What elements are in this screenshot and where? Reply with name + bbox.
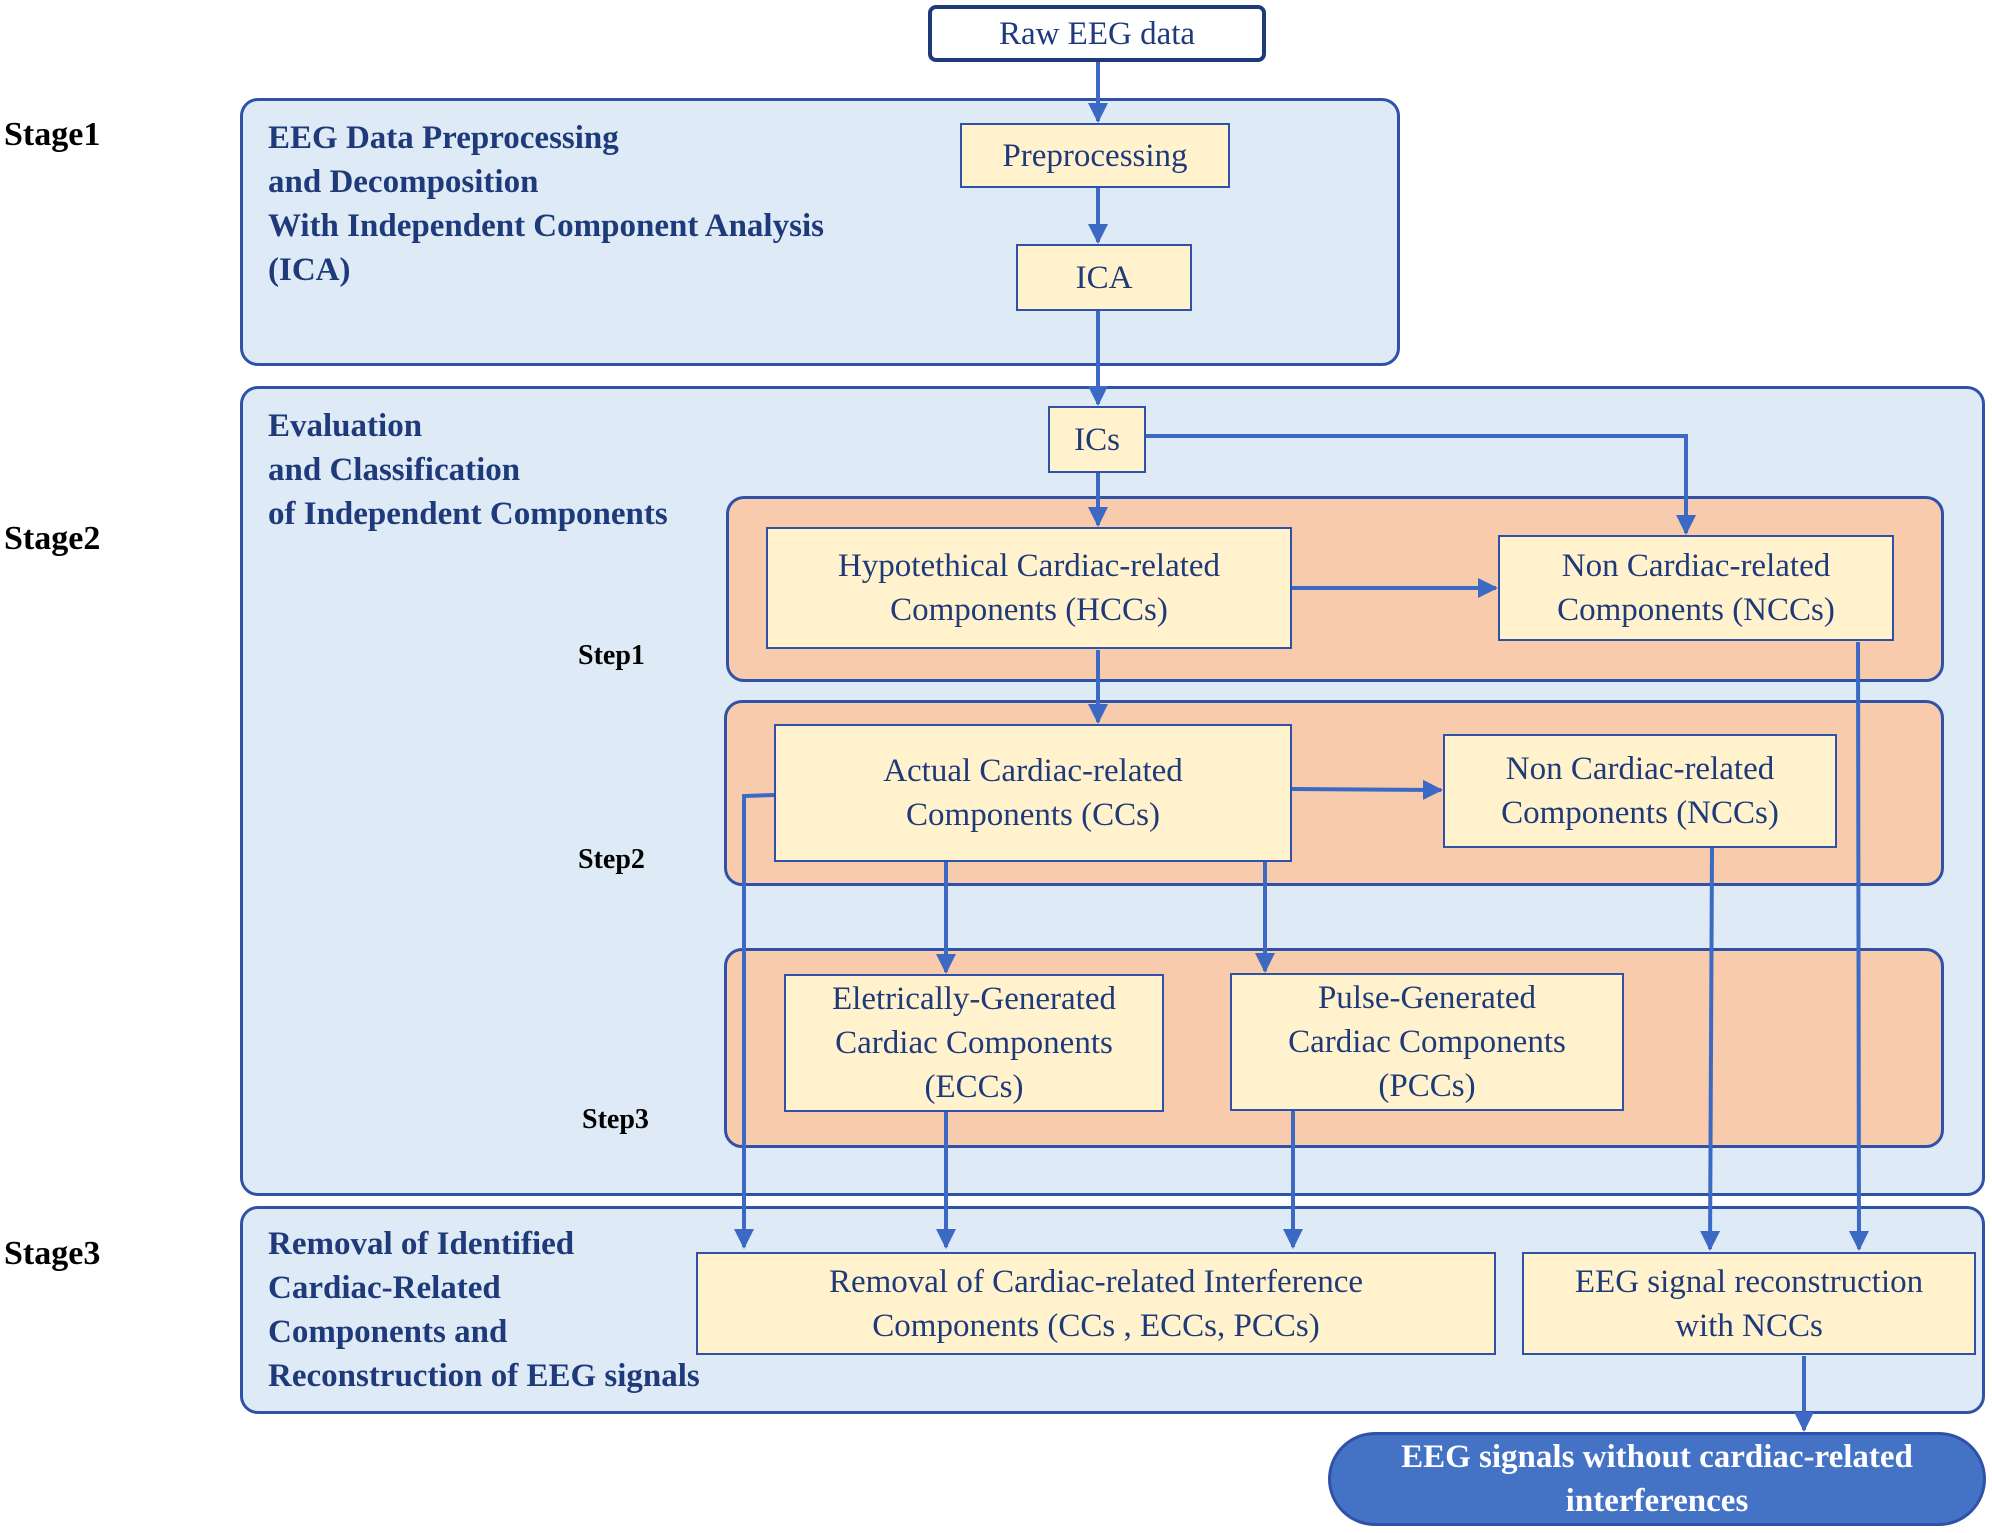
reconstruction-node: EEG signal reconstruction with NCCs	[1522, 1252, 1976, 1355]
arrow-ccs-to-nccs2	[1291, 779, 1443, 800]
stage1-label: Stage1	[4, 116, 101, 153]
ccs-text-line: Actual Cardiac-related	[883, 753, 1183, 789]
arrow-nccs2-to-reconstruction	[1700, 847, 1721, 1251]
preprocessing-node: Preprocessing	[960, 123, 1230, 188]
nccs-step1-text-line: Components (NCCs)	[1557, 592, 1835, 628]
ica-node: ICA	[1016, 244, 1192, 311]
pccs-node: Pulse-Generated Cardiac Components (PCCs…	[1230, 973, 1624, 1111]
eccs-text-line: Eletrically-Generated	[832, 981, 1116, 1017]
stage3-title: Removal of Identified Cardiac-Related Co…	[268, 1222, 700, 1398]
preprocessing-text: Preprocessing	[1002, 137, 1188, 174]
removal-text-line: Removal of Cardiac-related Interference	[828, 1263, 1364, 1300]
ics-text: ICs	[1074, 421, 1120, 458]
pccs-text-line: (PCCs)	[1378, 1068, 1476, 1104]
eccs-text-line: (ECCs)	[924, 1069, 1024, 1105]
stage2-title-line: of Independent Components	[268, 496, 668, 532]
raw-eeg-data-node: Raw EEG data	[928, 5, 1266, 62]
stage3-label: Stage3	[4, 1235, 101, 1272]
stage1-title-line: (ICA)	[268, 252, 351, 288]
nccs-step2-text-line: Components (NCCs)	[1501, 795, 1779, 831]
stage2-title: Evaluation and Classification of Indepen…	[268, 404, 668, 536]
ica-text: ICA	[1075, 259, 1133, 296]
hccs-node: Hypotethical Cardiac-related Components …	[766, 527, 1292, 649]
step3-label: Step3	[582, 1104, 649, 1135]
stage1-title-line: EEG Data Preprocessing	[268, 120, 619, 156]
pccs-text-line: Cardiac Components	[1288, 1024, 1566, 1060]
nccs-node-step2: Non Cardiac-related Components (NCCs)	[1443, 734, 1837, 848]
nccs-step2-text-line: Non Cardiac-related	[1505, 751, 1775, 787]
pccs-text-line: Pulse-Generated	[1317, 980, 1537, 1016]
stage2-label: Stage2	[4, 520, 101, 557]
stage3-title-line: Components and	[268, 1314, 508, 1350]
hccs-text-line: Hypotethical Cardiac-related	[837, 548, 1221, 584]
reconstruction-text-line: EEG signal reconstruction	[1574, 1263, 1924, 1300]
stage3-title-line: Reconstruction of EEG signals	[268, 1358, 700, 1394]
stage1-title-line: With Independent Component Analysis	[268, 208, 824, 244]
removal-text-line: Components (CCs , ECCs, PCCs)	[872, 1307, 1320, 1344]
step2-label: Step2	[578, 844, 645, 875]
stage2-title-line: Evaluation	[268, 408, 423, 444]
raw-eeg-data-text: Raw EEG data	[998, 15, 1196, 52]
stage1-title-line: and Decomposition	[268, 164, 539, 200]
nccs-node-step1: Non Cardiac-related Components (NCCs)	[1498, 535, 1894, 641]
ccs-node: Actual Cardiac-related Components (CCs)	[774, 724, 1292, 862]
nccs-step1-text-line: Non Cardiac-related	[1561, 548, 1831, 584]
stage2-title-line: and Classification	[268, 452, 521, 488]
reconstruction-text-line: with NCCs	[1675, 1307, 1823, 1344]
stage3-title-line: Removal of Identified	[268, 1226, 575, 1262]
step1-label: Step1	[578, 640, 645, 671]
hccs-text-line: Components (HCCs)	[890, 592, 1168, 628]
arrow-nccs1-to-reconstruction	[1848, 641, 1869, 1251]
arrow-ics-to-nccs1	[1146, 434, 1696, 535]
eccs-node: Eletrically-Generated Cardiac Components…	[784, 974, 1164, 1112]
stage1-title: EEG Data Preprocessing and Decomposition…	[268, 116, 824, 292]
final-output-text-line: EEG signals without cardiac-related	[1401, 1439, 1913, 1475]
ics-node: ICs	[1048, 406, 1146, 473]
removal-node: Removal of Cardiac-related Interference …	[696, 1252, 1496, 1355]
final-output-node: EEG signals without cardiac-related inte…	[1328, 1432, 1986, 1526]
eccs-text-line: Cardiac Components	[835, 1025, 1113, 1061]
ccs-text-line: Components (CCs)	[906, 797, 1160, 833]
arrow-ccs-to-removal	[734, 793, 775, 1249]
final-output-text-line: interferences	[1565, 1483, 1749, 1519]
stage3-title-line: Cardiac-Related	[268, 1270, 501, 1306]
